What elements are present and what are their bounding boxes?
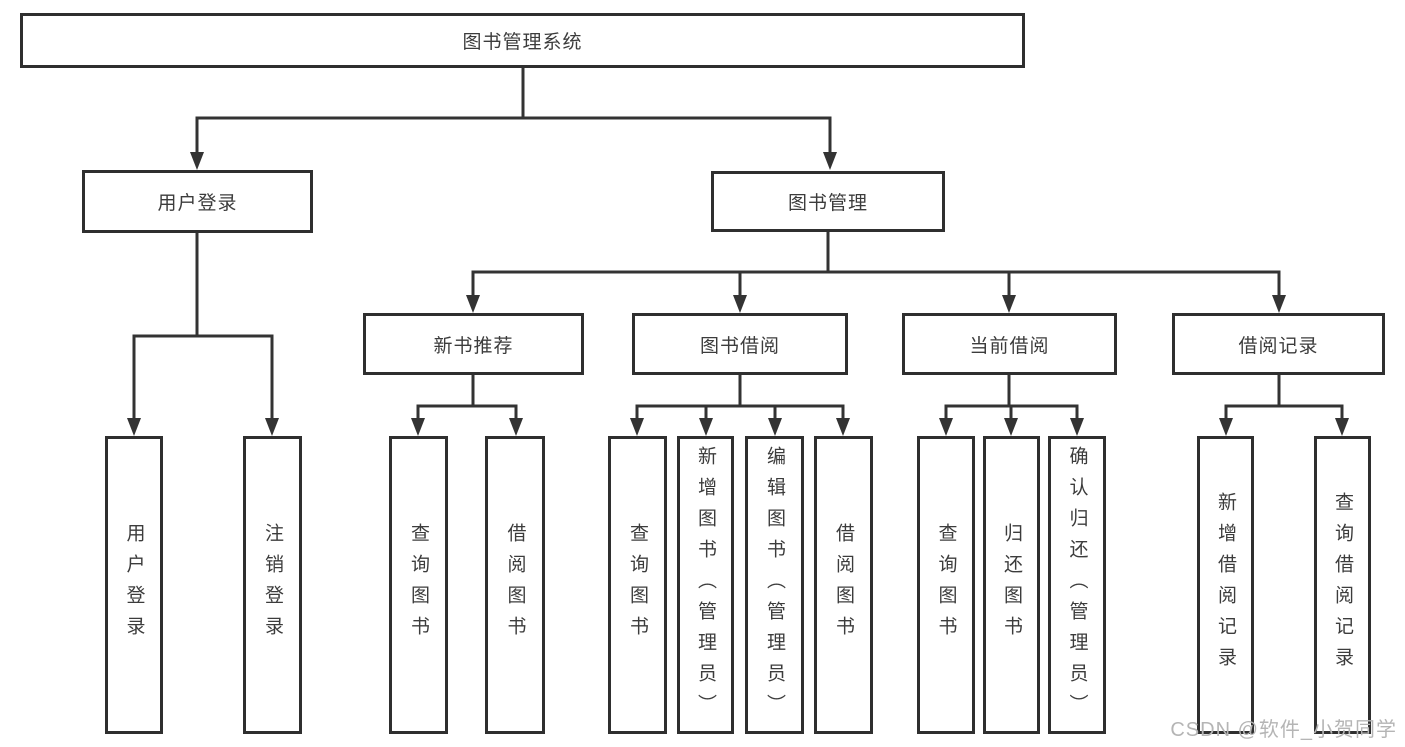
node-borrowing-records: 借阅记录 xyxy=(1172,313,1385,375)
arrowheads xyxy=(127,152,1349,436)
leaf-cb-return-books-label: 归还图书 xyxy=(1001,523,1022,647)
leaf-user-login-label: 用户登录 xyxy=(123,523,145,647)
leaf-cb-confirm-return-admin: 确认归还（管理员） xyxy=(1048,436,1106,734)
leaf-cb-return-books: 归还图书 xyxy=(983,436,1040,734)
leaf-cb-confirm-return-admin-label: 确认归还（管理员） xyxy=(1066,445,1088,725)
node-book-management: 图书管理 xyxy=(711,171,945,232)
leaf-nbr-query-books-label: 查询图书 xyxy=(408,523,429,647)
leaf-br-add-borrow-record-label: 新增借阅记录 xyxy=(1215,492,1236,678)
leaf-bb-query-books: 查询图书 xyxy=(608,436,667,734)
leaf-br-add-borrow-record: 新增借阅记录 xyxy=(1197,436,1254,734)
leaf-cb-query-books: 查询图书 xyxy=(917,436,975,734)
leaf-bb-edit-book-admin-label: 编辑图书（管理员） xyxy=(764,445,785,725)
node-book-borrowing: 图书借阅 xyxy=(632,313,848,375)
leaf-nbr-borrow-books: 借阅图书 xyxy=(485,436,545,734)
leaf-br-query-borrow-record-label: 查询借阅记录 xyxy=(1332,492,1353,678)
leaf-user-login: 用户登录 xyxy=(105,436,163,734)
watermark: CSDN @软件_小贺同学 xyxy=(1170,719,1397,741)
leaf-bb-borrow-books-label: 借阅图书 xyxy=(833,523,854,647)
leaf-br-query-borrow-record: 查询借阅记录 xyxy=(1314,436,1371,734)
leaf-bb-add-book-admin-label: 新增图书（管理员） xyxy=(695,445,716,725)
leaf-bb-edit-book-admin: 编辑图书（管理员） xyxy=(745,436,804,734)
leaf-bb-borrow-books: 借阅图书 xyxy=(814,436,873,734)
leaf-cb-query-books-label: 查询图书 xyxy=(935,523,957,647)
leaf-bb-add-book-admin: 新增图书（管理员） xyxy=(677,436,734,734)
node-new-book-recommend: 新书推荐 xyxy=(363,313,584,375)
node-user-login: 用户登录 xyxy=(82,170,313,233)
leaf-logout-label: 注销登录 xyxy=(262,523,283,647)
leaf-nbr-borrow-books-label: 借阅图书 xyxy=(504,523,526,647)
leaf-bb-query-books-label: 查询图书 xyxy=(627,523,648,647)
leaf-logout: 注销登录 xyxy=(243,436,302,734)
node-current-borrowing: 当前借阅 xyxy=(902,313,1117,375)
node-root: 图书管理系统 xyxy=(20,13,1025,68)
leaf-nbr-query-books: 查询图书 xyxy=(389,436,448,734)
